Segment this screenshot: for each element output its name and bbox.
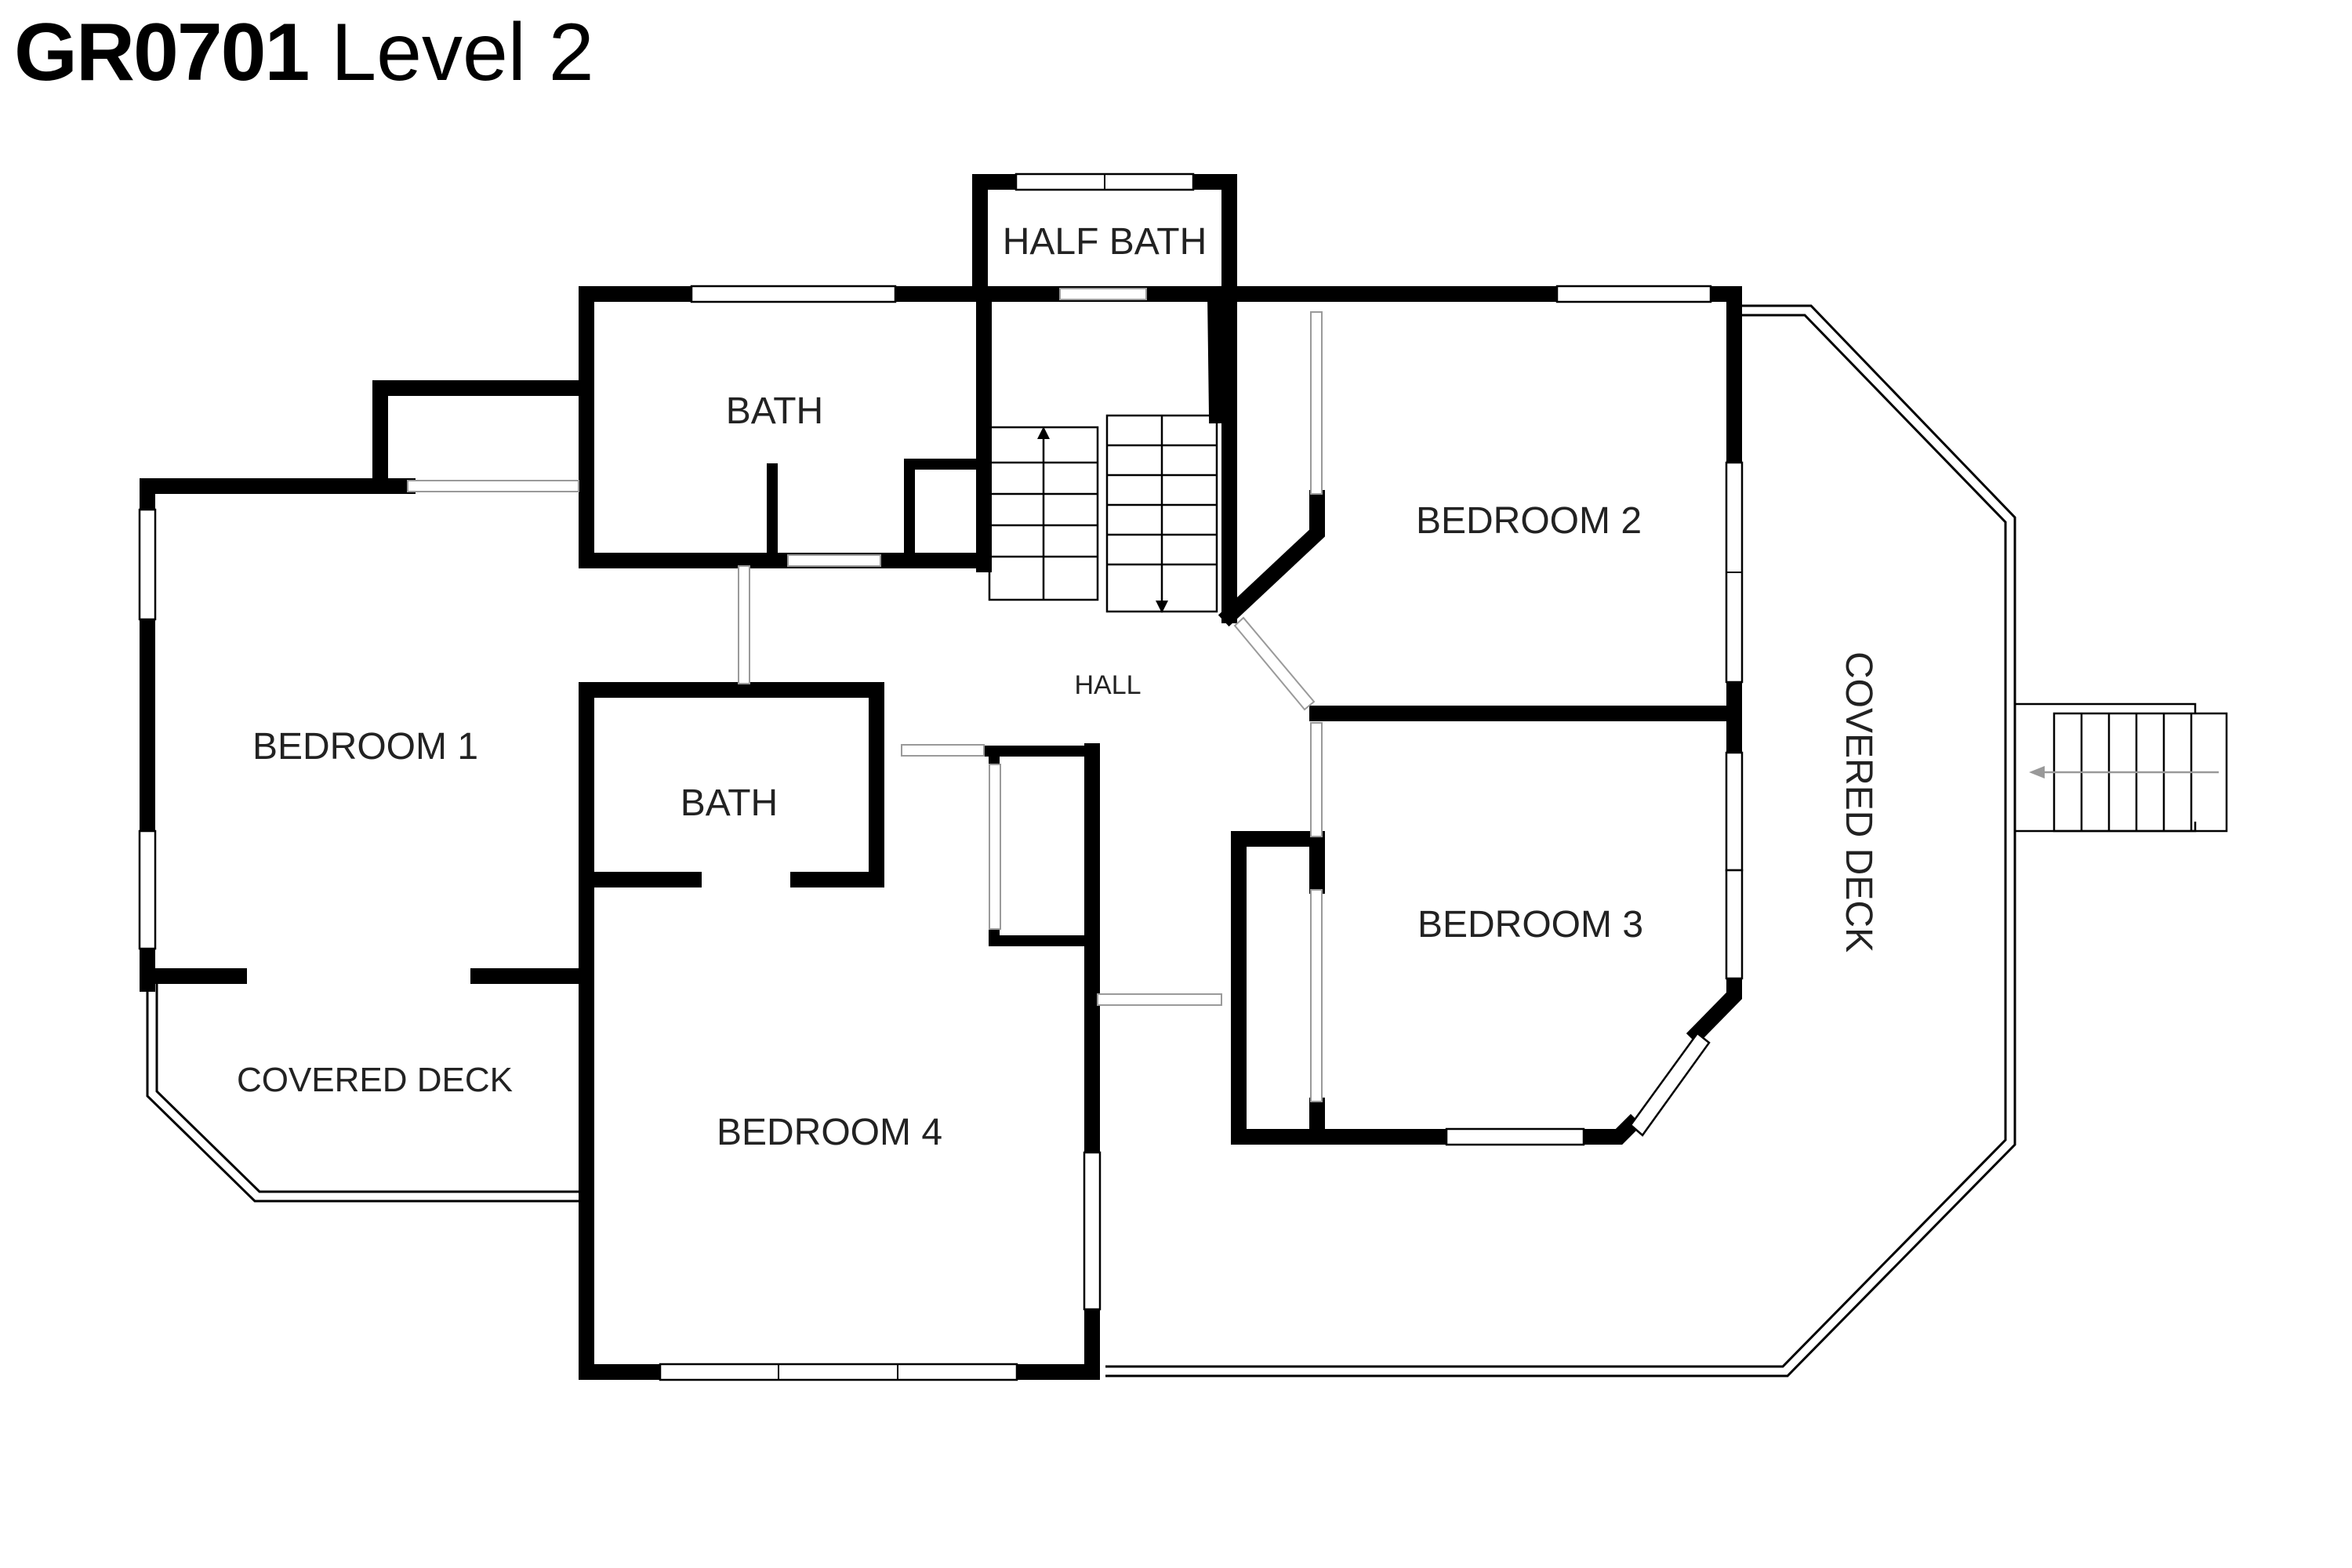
window	[138, 508, 157, 621]
deck-left-outline	[146, 984, 580, 1203]
room-label-bath-lower: BATH	[681, 782, 778, 824]
doorways	[407, 288, 1323, 1102]
arrow-up-icon	[1037, 426, 1050, 439]
window	[1445, 1127, 1585, 1146]
window	[138, 829, 157, 950]
room-label-bedroom-2: BEDROOM 2	[1416, 500, 1642, 542]
window	[659, 1363, 1018, 1381]
room-label-covered-deck-left: COVERED DECK	[237, 1061, 513, 1099]
room-label-bath-upper: BATH	[726, 390, 823, 432]
room-label-bedroom-4: BEDROOM 4	[717, 1112, 942, 1153]
arrow-down-icon	[1156, 601, 1168, 613]
arrow-left-icon	[2029, 766, 2045, 779]
exterior-stairs	[2015, 702, 2228, 833]
room-label-bedroom-3: BEDROOM 3	[1417, 904, 1643, 946]
window	[1725, 751, 1744, 872]
room-label-half-bath: HALF BATH	[1003, 221, 1207, 263]
interior-staircase	[988, 414, 1218, 613]
windows	[138, 172, 1744, 1381]
window	[1083, 1151, 1102, 1311]
room-label-hall: HALL	[1074, 670, 1141, 700]
window	[690, 285, 897, 303]
plan-code: GR0701	[14, 7, 310, 98]
plan-title: GR0701 Level 2	[14, 8, 594, 97]
room-labels: HALF BATH BATH BEDROOM 2 BEDROOM 1 HALL …	[237, 221, 1879, 1153]
window	[1725, 461, 1744, 684]
window	[1555, 285, 1712, 303]
walls	[140, 174, 1742, 1380]
room-label-bedroom-1: BEDROOM 1	[252, 726, 478, 768]
window	[1014, 172, 1195, 191]
plan-level: Level 2	[331, 7, 594, 98]
window	[1629, 1032, 1711, 1137]
window	[1725, 869, 1744, 980]
room-label-covered-deck-right: COVERED DECK	[1838, 652, 1879, 953]
